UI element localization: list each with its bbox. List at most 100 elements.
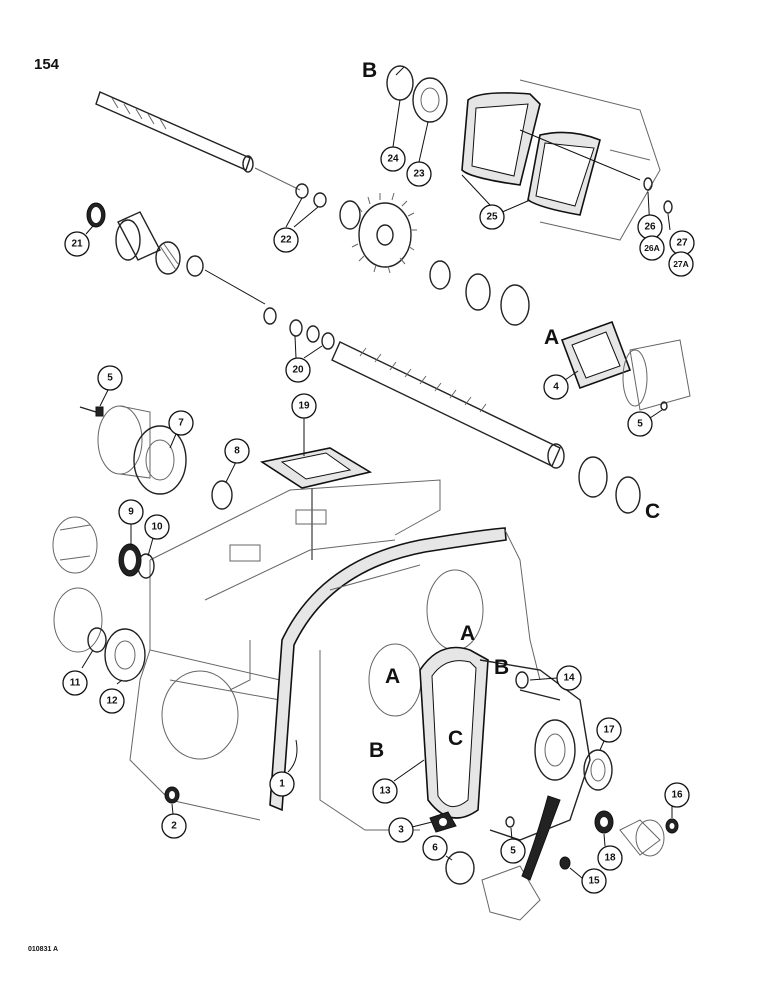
callout-4: 4 — [543, 374, 569, 400]
svg-text:5: 5 — [510, 846, 516, 857]
o-ring-6 — [445, 851, 475, 885]
callout-19: 19 — [291, 393, 317, 419]
callout-13: 13 — [372, 778, 398, 804]
small-gear — [339, 200, 361, 230]
bearing-cone — [155, 241, 181, 275]
o-ring-14 — [515, 671, 529, 689]
callout-8: 8 — [224, 438, 250, 464]
transmission-housing — [129, 479, 441, 821]
gasket-25-front — [461, 92, 541, 186]
shaft-rings-20 — [263, 307, 335, 350]
svg-text:5: 5 — [107, 373, 113, 384]
callout-10: 10 — [144, 514, 170, 540]
svg-text:18: 18 — [604, 853, 616, 864]
section-letter-c: C — [645, 500, 660, 523]
right-cover — [622, 339, 691, 411]
bracket-3 — [429, 811, 457, 833]
svg-text:8: 8 — [234, 446, 240, 457]
gasket-13 — [419, 646, 489, 819]
svg-text:19: 19 — [298, 401, 310, 412]
callout-5: 5 — [500, 838, 526, 864]
svg-text:20: 20 — [292, 365, 304, 376]
washer-5-lower — [505, 816, 515, 828]
svg-text:1: 1 — [279, 779, 285, 790]
upper-shaft — [95, 91, 301, 191]
yoke-left — [52, 516, 98, 574]
shim-12 — [104, 628, 146, 682]
svg-text:27A: 27A — [673, 259, 689, 269]
callout-6: 6 — [422, 835, 448, 861]
svg-text:23: 23 — [413, 169, 425, 180]
callout-14: 14 — [556, 665, 582, 691]
plug-2 — [164, 786, 180, 804]
section-letters: B A C A A B C B — [362, 59, 660, 762]
bearing-18 — [594, 810, 614, 834]
svg-text:17: 17 — [603, 725, 615, 736]
svg-text:26: 26 — [644, 222, 656, 233]
figure-code: 010831 A — [28, 946, 59, 953]
o-ring-8 — [211, 480, 233, 510]
callout-11: 11 — [62, 670, 88, 696]
callout-2: 2 — [161, 813, 187, 839]
callout-12: 12 — [99, 688, 125, 714]
svg-text:7: 7 — [178, 418, 184, 429]
svg-text:6: 6 — [432, 843, 438, 854]
section-letter-c: C — [448, 727, 463, 750]
callout-25: 25 — [479, 204, 505, 230]
seal-21 — [86, 202, 106, 228]
svg-text:12: 12 — [106, 696, 118, 707]
callout-5: 5 — [97, 365, 123, 391]
section-letter-b: B — [369, 739, 384, 762]
left-bearing-cap — [97, 405, 151, 479]
callout-20: 20 — [285, 357, 311, 383]
bearing-cup — [115, 211, 161, 261]
callout-7: 7 — [168, 410, 194, 436]
left-cap-11 — [53, 587, 103, 653]
svg-text:11: 11 — [70, 678, 81, 689]
shim-23 — [412, 77, 448, 123]
leader-lines — [81, 66, 673, 879]
svg-text:3: 3 — [398, 825, 404, 836]
svg-text:24: 24 — [387, 154, 399, 165]
svg-text:22: 22 — [280, 235, 292, 246]
washer-26 — [643, 177, 653, 191]
callout-15: 15 — [581, 868, 607, 894]
callout-26a: 26A — [639, 235, 665, 261]
callout-23: 23 — [406, 161, 432, 187]
rear-housing — [519, 79, 661, 241]
lower-cover — [481, 795, 561, 921]
fitting-15 — [559, 856, 571, 870]
callout-1: 1 — [269, 771, 295, 797]
seal-27 — [663, 200, 673, 214]
svg-text:13: 13 — [379, 786, 391, 797]
section-letter-a: A — [460, 622, 475, 645]
right-bearing-stack — [429, 260, 530, 326]
callout-22: 22 — [273, 227, 299, 253]
nut-16 — [665, 818, 679, 834]
svg-text:26A: 26A — [644, 243, 660, 253]
svg-text:10: 10 — [151, 522, 163, 533]
callout-24: 24 — [380, 146, 406, 172]
cap-screw-5 — [79, 406, 104, 417]
seal-9-10 — [118, 543, 155, 579]
callout-18: 18 — [597, 845, 623, 871]
svg-text:4: 4 — [553, 382, 559, 393]
gasket-4 — [560, 320, 632, 390]
top-cover-gasket-19 — [259, 447, 373, 560]
section-letter-b: B — [362, 59, 377, 82]
svg-text:5: 5 — [637, 419, 643, 430]
callout-16: 16 — [664, 782, 690, 808]
callout-5: 5 — [627, 411, 653, 437]
svg-text:2: 2 — [171, 821, 177, 832]
housing-gasket-1 — [269, 527, 507, 812]
svg-text:25: 25 — [486, 212, 498, 223]
callout-27a: 27A — [668, 251, 694, 277]
output-yoke — [619, 819, 665, 857]
output-shaft — [331, 341, 641, 514]
shim-7 — [133, 425, 187, 495]
section-letter-a: A — [385, 665, 400, 688]
svg-text:15: 15 — [588, 876, 600, 887]
svg-text:9: 9 — [128, 507, 134, 518]
o-ring-11 — [87, 627, 107, 653]
